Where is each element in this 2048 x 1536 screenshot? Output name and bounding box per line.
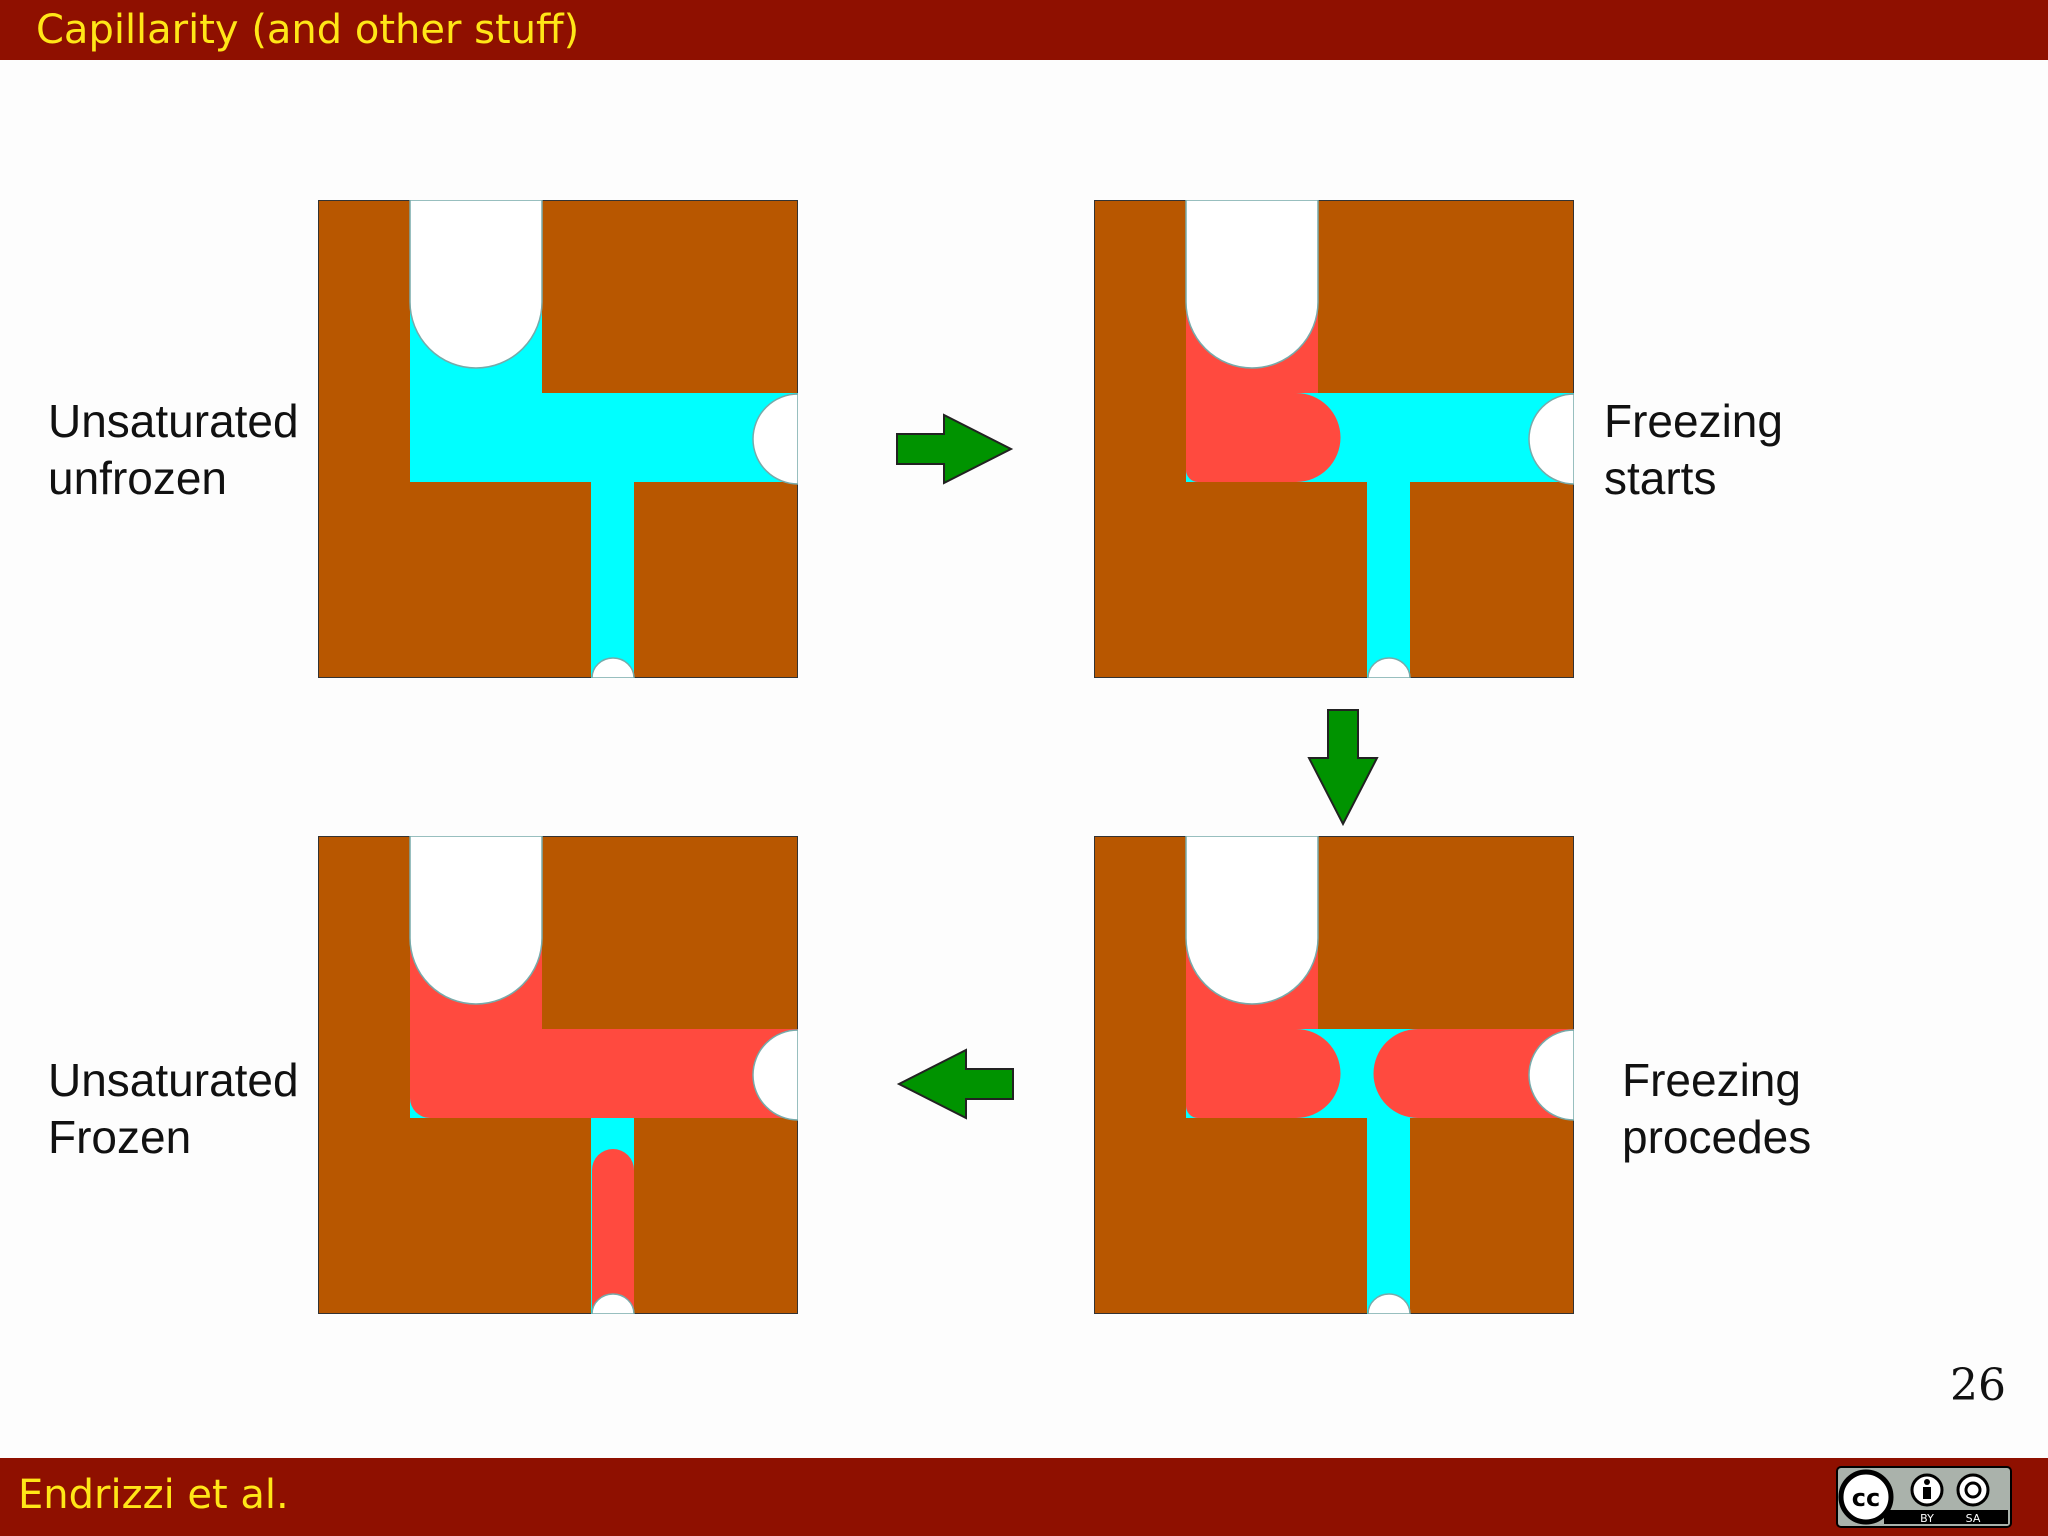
air-bubble-bottom bbox=[591, 1293, 635, 1314]
footer-bar: Endrizzi et al. bbox=[0, 1458, 2048, 1536]
label-line: Frozen bbox=[48, 1111, 192, 1163]
water-horizontal-pore bbox=[410, 393, 798, 482]
air-bubble-top bbox=[409, 836, 543, 1005]
arrow-left-icon bbox=[896, 1048, 1014, 1120]
air-bubble-top bbox=[1185, 200, 1319, 369]
air-bubble-right bbox=[752, 393, 798, 485]
ice-region-right bbox=[1373, 1029, 1574, 1118]
ice-region-lower bbox=[592, 1149, 634, 1314]
air-bubble-right bbox=[1528, 393, 1574, 485]
air-bubble-right bbox=[1528, 1029, 1574, 1121]
label-unsaturated-unfrozen: Unsaturated unfrozen bbox=[48, 393, 299, 507]
air-bubble-bottom bbox=[1367, 1293, 1411, 1314]
page-number: 26 bbox=[1950, 1360, 2006, 1411]
arrow-right-icon bbox=[896, 413, 1014, 485]
slide-title: Capillarity (and other stuff) bbox=[36, 7, 580, 53]
air-bubble-top bbox=[409, 200, 543, 369]
label-line: unfrozen bbox=[48, 452, 228, 504]
water-lower-channel bbox=[1367, 482, 1410, 678]
cc-by-sa-icon: cc BY SA bbox=[1836, 1466, 2012, 1528]
pore-diagram-freezing-starts bbox=[1094, 200, 1574, 678]
label-freezing-procedes: Freezing procedes bbox=[1622, 1052, 1811, 1166]
pore-diagram-freezing-procedes bbox=[1094, 836, 1574, 1314]
arrow-down-icon bbox=[1307, 709, 1379, 827]
pore-diagram-unsaturated-unfrozen bbox=[318, 200, 798, 678]
label-line: Unsaturated bbox=[48, 1054, 299, 1106]
svg-text:cc: cc bbox=[1852, 1484, 1880, 1512]
cc-by-text: BY bbox=[1920, 1512, 1934, 1525]
label-line: Unsaturated bbox=[48, 395, 299, 447]
pore-diagram-unsaturated-frozen bbox=[318, 836, 798, 1314]
label-unsaturated-frozen: Unsaturated Frozen bbox=[48, 1052, 299, 1166]
air-bubble-bottom bbox=[1367, 657, 1411, 678]
cc-sa-text: SA bbox=[1966, 1512, 1981, 1525]
air-bubble-bottom bbox=[591, 657, 635, 678]
label-line: procedes bbox=[1622, 1111, 1812, 1163]
air-bubble-right bbox=[752, 1029, 798, 1121]
title-bar: Capillarity (and other stuff) bbox=[0, 0, 2048, 60]
water-lower-channel bbox=[1367, 1118, 1410, 1314]
air-bubble-top bbox=[1185, 836, 1319, 1005]
label-freezing-starts: Freezing starts bbox=[1604, 393, 1783, 507]
water-lower-channel bbox=[591, 482, 634, 678]
label-line: starts bbox=[1604, 452, 1717, 504]
label-line: Freezing bbox=[1604, 395, 1783, 447]
footer-author: Endrizzi et al. bbox=[18, 1472, 289, 1518]
label-line: Freezing bbox=[1622, 1054, 1801, 1106]
